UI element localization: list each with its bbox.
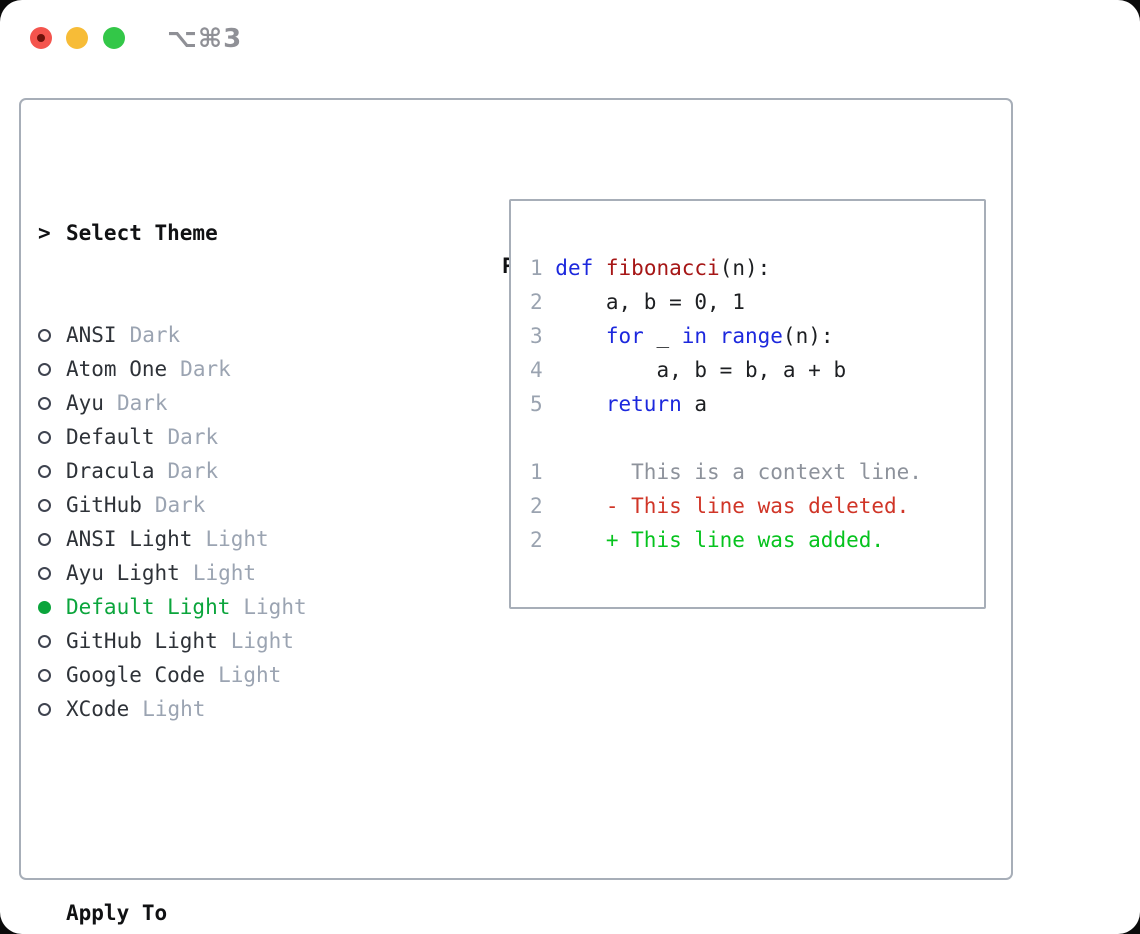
theme-name: Default Light bbox=[66, 595, 231, 619]
theme-variant-tag: Light bbox=[192, 561, 257, 585]
code-line: 1 This is a context line. bbox=[530, 460, 922, 484]
theme-option-dracula-dark[interactable]: Dracula Dark bbox=[38, 454, 488, 488]
apply-to-header: Apply To bbox=[38, 896, 488, 930]
radio-unselected-icon bbox=[38, 532, 66, 546]
radio-unselected-icon bbox=[38, 430, 66, 444]
code-line: 2 + This line was added. bbox=[530, 528, 885, 552]
radio-unselected-icon bbox=[38, 498, 66, 512]
theme-name: ANSI bbox=[66, 323, 117, 347]
spacer bbox=[38, 794, 488, 828]
theme-name: Dracula bbox=[66, 459, 155, 483]
theme-variant-tag: Light bbox=[243, 595, 307, 619]
line-number: 5 bbox=[530, 392, 556, 416]
window-title: ⌥⌘3 bbox=[167, 24, 243, 54]
theme-option-default-dark[interactable]: Default Dark bbox=[38, 420, 488, 454]
line-number: 1 bbox=[530, 256, 556, 280]
theme-variant-tag: Dark bbox=[180, 357, 231, 381]
code-line: 3 for _ in range(n): bbox=[530, 324, 834, 348]
theme-variant-tag: Dark bbox=[129, 323, 181, 347]
code-line: 2 a, b = 0, 1 bbox=[530, 290, 745, 314]
theme-option-github-dark[interactable]: GitHub Dark bbox=[38, 488, 488, 522]
select-theme-title: Select Theme bbox=[66, 221, 218, 245]
preview-code-box: 1 def fibonacci(n): 2 a, b = 0, 1 3 for _ … bbox=[509, 199, 986, 609]
theme-option-ayu-dark[interactable]: Ayu Dark bbox=[38, 386, 488, 420]
code-line: 5 return a bbox=[530, 392, 708, 416]
theme-option-xcode-light[interactable]: XCode Light bbox=[38, 692, 488, 726]
theme-variant-tag: Dark bbox=[167, 425, 219, 449]
close-button[interactable] bbox=[30, 27, 52, 49]
theme-name: Default bbox=[66, 425, 155, 449]
select-theme-header: > Select Theme bbox=[38, 216, 488, 250]
theme-name: Ayu bbox=[66, 391, 104, 415]
theme-name: GitHub Light bbox=[66, 629, 218, 653]
theme-name: XCode bbox=[66, 697, 130, 721]
radio-unselected-icon bbox=[38, 328, 66, 342]
apply-to-title: Apply To bbox=[66, 901, 168, 925]
theme-option-ayu-light-light[interactable]: Ayu Light Light bbox=[38, 556, 488, 590]
code-line: 4 a, b = b, a + b bbox=[530, 358, 847, 382]
theme-option-ansi-light-light[interactable]: ANSI Light Light bbox=[38, 522, 488, 556]
theme-variant-tag: Light bbox=[205, 527, 269, 551]
zoom-button[interactable] bbox=[103, 27, 125, 49]
theme-name: ANSI Light bbox=[66, 527, 193, 551]
theme-variant-tag: Light bbox=[218, 663, 282, 687]
theme-variant-tag: Dark bbox=[154, 493, 206, 517]
theme-variant-tag: Dark bbox=[116, 391, 168, 415]
theme-name: Atom One bbox=[66, 357, 168, 381]
radio-selected-icon bbox=[38, 600, 66, 614]
line-number: 2 bbox=[530, 494, 556, 518]
theme-variant-tag: Light bbox=[230, 629, 294, 653]
radio-unselected-icon bbox=[38, 702, 66, 716]
radio-unselected-icon bbox=[38, 464, 66, 478]
theme-name: Ayu Light bbox=[66, 561, 180, 585]
theme-option-github-light-light[interactable]: GitHub Light Light bbox=[38, 624, 488, 658]
radio-unselected-icon bbox=[38, 566, 66, 580]
theme-option-atom-one-dark[interactable]: Atom One Dark bbox=[38, 352, 488, 386]
radio-unselected-icon bbox=[38, 634, 66, 648]
radio-unselected-icon bbox=[38, 362, 66, 376]
theme-name: Google Code bbox=[66, 663, 206, 687]
line-number: 2 bbox=[530, 528, 556, 552]
theme-option-default-light-light[interactable]: Default Light Light bbox=[38, 590, 488, 624]
theme-variant-tag: Light bbox=[142, 697, 206, 721]
line-number: 4 bbox=[530, 358, 556, 382]
line-number: 3 bbox=[530, 324, 556, 348]
title-bar: ⌥⌘3 bbox=[0, 0, 1140, 76]
radio-unselected-icon bbox=[38, 668, 66, 682]
code-line: 1 def fibonacci(n): bbox=[530, 256, 771, 280]
minimize-button[interactable] bbox=[66, 27, 88, 49]
line-number: 2 bbox=[530, 290, 556, 314]
code-blank-line bbox=[530, 421, 984, 455]
theme-name: GitHub bbox=[66, 493, 142, 517]
line-number: 1 bbox=[530, 460, 556, 484]
theme-option-ansi-dark[interactable]: ANSI Dark bbox=[38, 318, 488, 352]
theme-variant-tag: Dark bbox=[167, 459, 219, 483]
theme-option-google-code-light[interactable]: Google Code Light bbox=[38, 658, 488, 692]
code-line: 2 - This line was deleted. bbox=[530, 494, 910, 518]
focus-chevron-icon: > bbox=[38, 221, 51, 245]
radio-unselected-icon bbox=[38, 396, 66, 410]
